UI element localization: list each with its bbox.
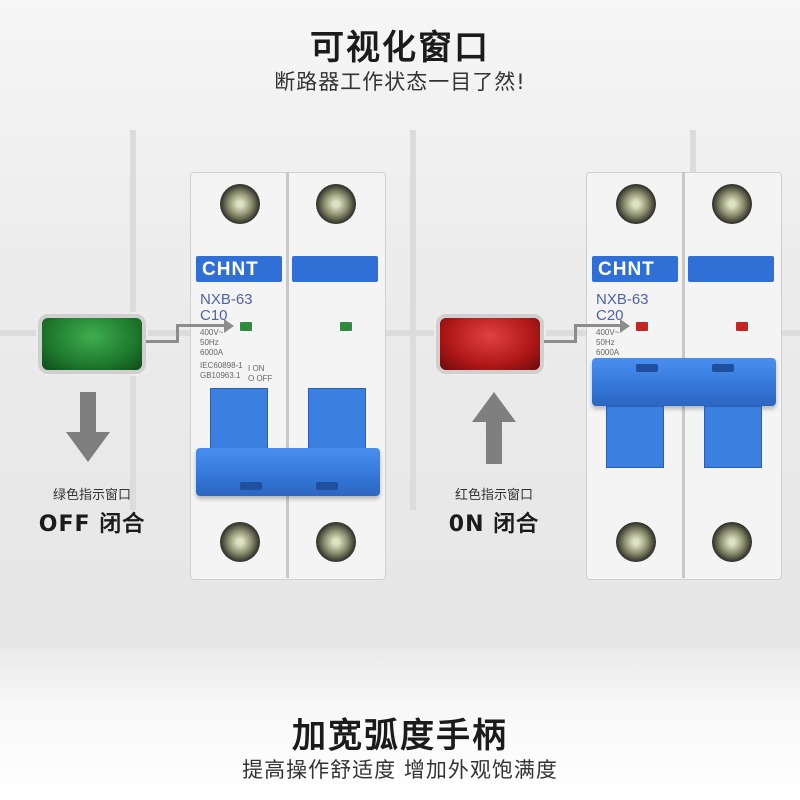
status-window-green	[340, 322, 352, 331]
arrow-up-icon	[472, 392, 516, 464]
page-title: 可视化窗口	[310, 28, 490, 68]
left-breaker: CHNT NXB-63 C10 400V~ 50Hz 6000A IEC6089…	[190, 172, 386, 580]
terminal-screw-icon	[712, 184, 752, 224]
breaker-handle[interactable]	[592, 358, 776, 406]
model-number: NXB-63	[596, 291, 649, 308]
section-title: 加宽弧度手柄	[292, 716, 508, 756]
model-number: NXB-63	[200, 291, 253, 308]
terminal-screw-icon	[316, 522, 356, 562]
handle-slot	[636, 364, 658, 372]
brand-logo: CHNT	[598, 259, 655, 280]
pointer-line	[176, 324, 179, 343]
spec-voltage: 400V~	[596, 328, 620, 337]
status-window-red	[736, 322, 748, 331]
status-window-red	[636, 322, 648, 331]
spec-frequency: 50Hz	[200, 338, 219, 347]
pointer-line	[146, 340, 176, 343]
toggle-track	[606, 406, 664, 468]
spec-list: 400V~ 50Hz 6000A IEC60898-1 GB10963.1	[200, 328, 243, 381]
pointer-arrow-icon	[224, 319, 234, 333]
spec-list: 400V~ 50Hz 6000A	[596, 328, 619, 358]
toggle-track	[308, 388, 366, 450]
terminal-screw-icon	[712, 522, 752, 562]
pointer-line	[544, 340, 574, 343]
handle-slot	[712, 364, 734, 372]
pole-divider	[286, 172, 289, 578]
spec-standard: GB10963.1	[200, 371, 241, 380]
red-window-label: 红色指示窗口	[454, 488, 533, 503]
on-state-label: 0N 闭合	[448, 512, 540, 537]
terminal-screw-icon	[616, 184, 656, 224]
brand-bar	[292, 256, 378, 282]
spec-capacity: 6000A	[596, 348, 620, 357]
breaker-handle[interactable]	[196, 448, 380, 496]
spec-standard: IEC60898-1	[200, 361, 243, 370]
brand-logo: CHNT	[202, 259, 259, 280]
green-window-label: 绿色指示窗口	[52, 488, 131, 503]
spec-voltage: 400V~	[200, 328, 224, 337]
pointer-line	[574, 324, 577, 343]
pointer-arrow-icon	[620, 319, 630, 333]
switch-marks: I ON O OFF	[248, 364, 272, 384]
status-window-green	[240, 322, 252, 331]
brand-bar	[688, 256, 774, 282]
spec-frequency: 50Hz	[596, 338, 615, 347]
brand-bar	[592, 256, 678, 282]
terminal-screw-icon	[316, 184, 356, 224]
brand-bar	[196, 256, 282, 282]
section-subtitle: 提高操作舒适度 增加外观饱满度	[242, 758, 558, 782]
pointer-line	[176, 324, 224, 327]
rating: C10	[200, 307, 228, 324]
red-indicator-callout	[436, 314, 544, 374]
toggle-track	[704, 406, 762, 468]
tile-grout	[410, 130, 416, 510]
off-mark: O OFF	[248, 374, 273, 383]
right-breaker: CHNT NXB-63 C20 400V~ 50Hz 6000A	[586, 172, 782, 580]
handle-slot	[240, 482, 262, 490]
on-mark: I ON	[248, 364, 265, 373]
toggle-track	[210, 388, 268, 450]
page-subtitle: 断路器工作状态一目了然!	[274, 70, 526, 94]
rating: C20	[596, 307, 624, 324]
spec-capacity: 6000A	[200, 348, 224, 357]
handle-slot	[316, 482, 338, 490]
off-state-label: OFF 闭合	[38, 512, 146, 537]
bottom-band	[0, 648, 800, 800]
pointer-line	[574, 324, 620, 327]
green-indicator-callout	[38, 314, 146, 374]
tile-grout	[0, 330, 800, 336]
terminal-screw-icon	[616, 522, 656, 562]
arrow-down-icon	[66, 392, 110, 462]
terminal-screw-icon	[220, 522, 260, 562]
terminal-screw-icon	[220, 184, 260, 224]
